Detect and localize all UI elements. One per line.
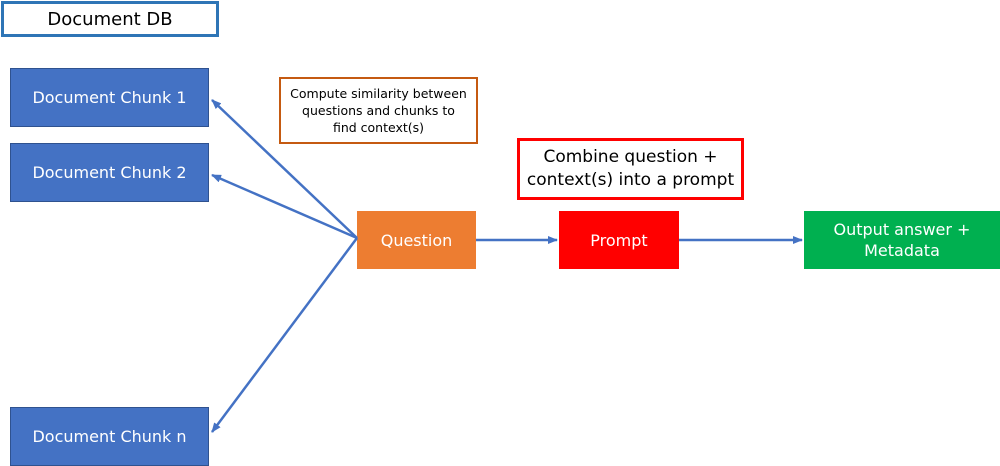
document-chunk-2-node: Document Chunk 2 — [10, 143, 209, 202]
output-node: Output answer + Metadata — [804, 211, 1000, 269]
similarity-annotation: Compute similarity between questions and… — [279, 77, 478, 144]
combine-annotation: Combine question + context(s) into a pro… — [517, 138, 744, 200]
arrow-question-to-chunk-n — [210, 237, 359, 433]
document-chunk-1-node: Document Chunk 1 — [10, 68, 209, 127]
question-node: Question — [357, 211, 476, 269]
prompt-node: Prompt — [559, 211, 679, 269]
arrow-question-to-chunk-1 — [211, 99, 358, 239]
arrow-question-to-chunk-2 — [211, 173, 358, 240]
document-db-title: Document DB — [1, 1, 219, 37]
